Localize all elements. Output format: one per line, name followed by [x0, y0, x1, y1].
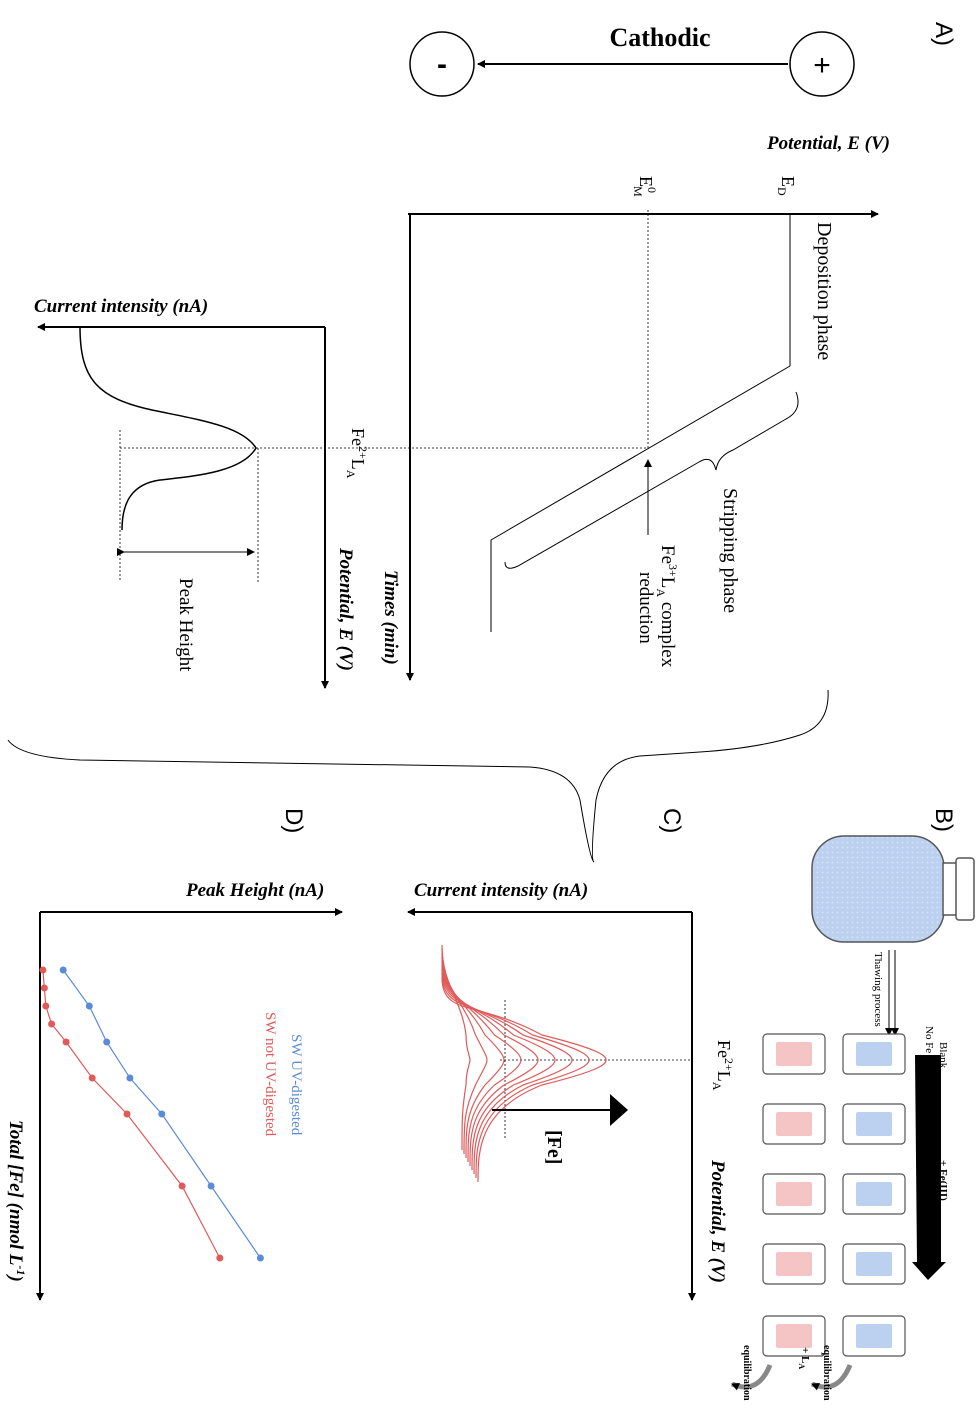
panel-label-c: C)	[658, 808, 685, 833]
legend-not-uv-digested: SW not UV-digested	[262, 1012, 278, 1137]
voltammogram-curve	[441, 956, 522, 1163]
data-point	[39, 966, 47, 974]
data-point	[103, 1038, 111, 1046]
data-point	[216, 1254, 224, 1262]
equilibration-label-1: equilibration	[821, 1345, 832, 1401]
ed-label: ED	[775, 176, 798, 196]
peak-curve	[79, 326, 257, 531]
voltammogram-curve	[441, 960, 539, 1167]
data-point	[123, 1110, 131, 1118]
y-axis-d-label: Peak Height (nA)	[185, 880, 324, 901]
potential-axis-2-label: Potential, E (V)	[335, 547, 356, 671]
panel-label-b: B)	[930, 808, 957, 832]
potential-axis-label: Potential, E (V)	[766, 133, 890, 154]
legend-uv-digested: SW UV-digested	[288, 1034, 304, 1136]
data-point	[126, 1074, 134, 1082]
potential-waveform	[490, 214, 791, 632]
data-point	[207, 1182, 215, 1190]
data-point	[48, 1020, 56, 1028]
minus-sign: -	[437, 48, 447, 81]
data-point	[158, 1110, 166, 1118]
data-point	[178, 1182, 186, 1190]
plus-terminal	[789, 31, 855, 97]
cathodic-label: Cathodic	[609, 23, 710, 52]
panel-a: A) + - Cathodic Potential, E (V) Times (…	[34, 22, 957, 689]
thawing-label: Thawing process	[872, 952, 884, 1027]
fe2la-label-c: Fe2+LA	[710, 1040, 736, 1091]
peak-height-label: Peak Height	[175, 578, 196, 672]
red-vials	[762, 1033, 826, 1357]
deposition-label: Deposition phase	[813, 222, 835, 360]
panel-label-d: D)	[280, 808, 307, 833]
data-point	[40, 984, 48, 992]
data-point	[62, 1038, 70, 1046]
panel-label-a: A)	[930, 22, 957, 46]
data-point	[42, 1002, 50, 1010]
x-axis-d-label: Total [Fe] (nmol L-1)	[5, 1120, 28, 1282]
voltammogram-curve	[441, 964, 556, 1171]
fe-arrow-label: [Fe]	[543, 1130, 565, 1164]
fe-arrow-head	[610, 1094, 628, 1126]
panel-b: B) Thawing process Blank No Fe addition …	[731, 808, 975, 1401]
fe3-reduction-label: Fe3+LA complex	[654, 545, 680, 668]
stripping-brace	[504, 391, 799, 569]
equilibration-arrow-2	[731, 1363, 773, 1391]
potential-axis-c-label: Potential, E (V)	[707, 1159, 728, 1283]
equilibration-label-2: equilibration	[741, 1345, 752, 1401]
minus-terminal	[409, 31, 475, 97]
panel-c: C) Current intensity (nA) Potential, E (…	[407, 808, 736, 1301]
data-point	[256, 1254, 264, 1262]
plot-area	[39, 966, 264, 1262]
reduction-label: reduction	[635, 572, 656, 644]
equilibration-arrow-1	[811, 1363, 853, 1391]
current-axis-c-label: Current intensity (nA)	[414, 880, 588, 901]
fe-addition-wedge	[912, 1055, 946, 1280]
data-point	[59, 966, 67, 974]
plus-sign: +	[813, 49, 831, 82]
voltammogram-curve	[441, 976, 607, 1183]
voltammogram-curves	[441, 944, 607, 1183]
times-axis-label: Times (min)	[380, 570, 401, 665]
data-point	[85, 1002, 93, 1010]
sample-bottle	[811, 835, 975, 943]
stripping-label: Stripping phase	[719, 488, 741, 613]
la-addition-label: + LA	[797, 1347, 811, 1369]
blue-vials	[842, 1033, 906, 1357]
e0m-label: E0M	[631, 176, 659, 197]
current-axis-label: Current intensity (nA)	[34, 296, 208, 317]
fe2la-label-a: Fe2+LA	[344, 428, 370, 479]
fe-addition-label: + Fe(III)	[937, 1160, 949, 1201]
data-point	[88, 1074, 96, 1082]
voltammogram-curve	[441, 948, 488, 1155]
grouping-brace	[7, 689, 829, 863]
series-line	[42, 969, 221, 1259]
panel-d: D) Peak Height (nA) Total [Fe] (nmol L-1…	[5, 808, 343, 1301]
